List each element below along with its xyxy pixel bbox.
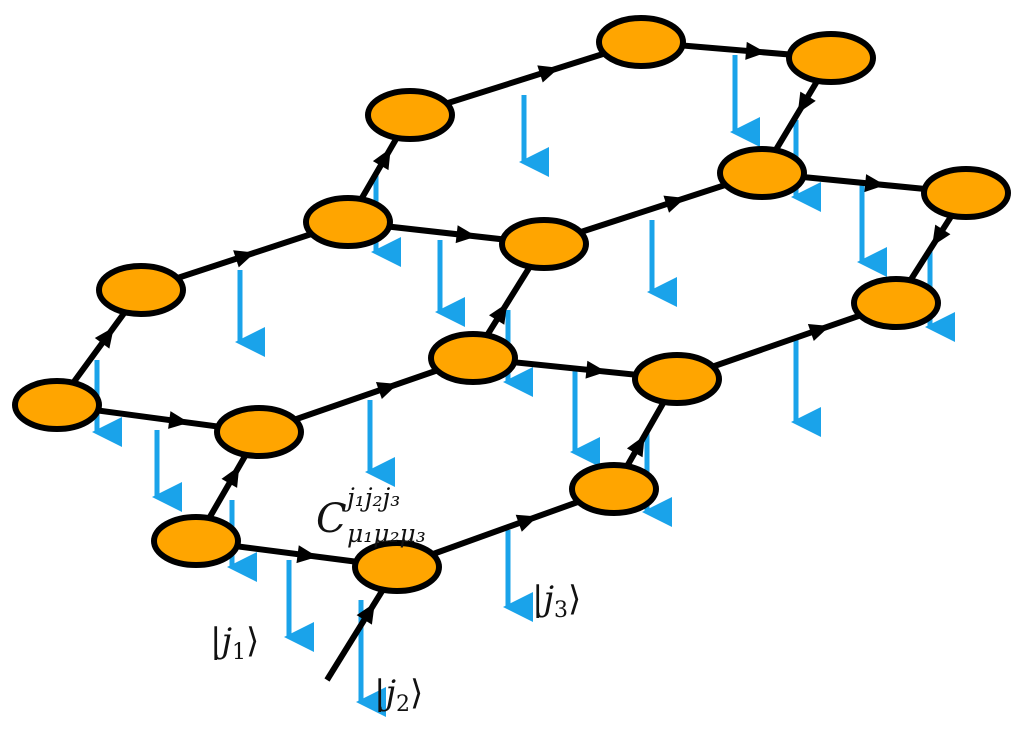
- tensor-node: [596, 15, 686, 69]
- labels: C j₁j₂j₃ μ₁μ₂μ₃ |j1⟩ |j2⟩ |j3⟩: [210, 483, 581, 717]
- bond-direction-arrow: [372, 148, 391, 171]
- tensor-node: [786, 31, 876, 85]
- ket-label-2: |j2⟩: [374, 673, 423, 717]
- tensor-node: [921, 166, 1011, 220]
- tensor-label-main: C: [316, 496, 347, 542]
- tensor-node: [303, 195, 393, 249]
- bond-direction-arrow: [663, 195, 686, 213]
- bond-direction-arrow: [626, 435, 645, 458]
- tensor-label-upper-indices: j₁j₂j₃: [342, 483, 400, 512]
- physical-legs: [92, 55, 955, 717]
- tensor-node: [352, 540, 442, 594]
- tensor-node: [632, 352, 722, 406]
- tensor-node: [499, 217, 589, 271]
- bond-arrowheads: [94, 41, 951, 625]
- bond-direction-arrow: [455, 225, 477, 244]
- bond-direction-arrow: [489, 303, 508, 325]
- bond-direction-arrow: [537, 65, 560, 83]
- tensor-node: [365, 88, 455, 142]
- bond-direction-arrow: [375, 382, 398, 400]
- bond-direction-arrow: [807, 324, 830, 342]
- tensor-node: [717, 146, 807, 200]
- bond-direction-arrow: [233, 250, 255, 268]
- tensor-node: [214, 405, 304, 459]
- tensor-node: [151, 514, 241, 568]
- tensor-nodes: [12, 15, 1011, 594]
- bond-direction-arrow: [515, 514, 538, 532]
- bond-direction-arrow: [221, 466, 240, 488]
- ket-label-3: |j3⟩: [532, 579, 581, 623]
- ket-label-1: |j1⟩: [210, 621, 259, 665]
- bond-direction-arrow: [864, 174, 886, 193]
- tensor-node: [851, 276, 941, 330]
- tensor-node: [96, 263, 186, 317]
- bond-direction-arrow: [94, 327, 114, 349]
- tensor-label-lower-indices: μ₁μ₂μ₃: [347, 519, 426, 548]
- tensor-node: [12, 378, 102, 432]
- tensor-node: [569, 462, 659, 516]
- bond-direction-arrow: [797, 91, 816, 114]
- bond-direction-arrow: [168, 411, 190, 429]
- bond-direction-arrow: [296, 545, 318, 564]
- bond-direction-arrow: [356, 602, 375, 625]
- bond-direction-arrow: [745, 41, 766, 60]
- tensor-node: [428, 331, 518, 385]
- bond-direction-arrow: [932, 224, 951, 247]
- bond-direction-arrow: [585, 360, 607, 379]
